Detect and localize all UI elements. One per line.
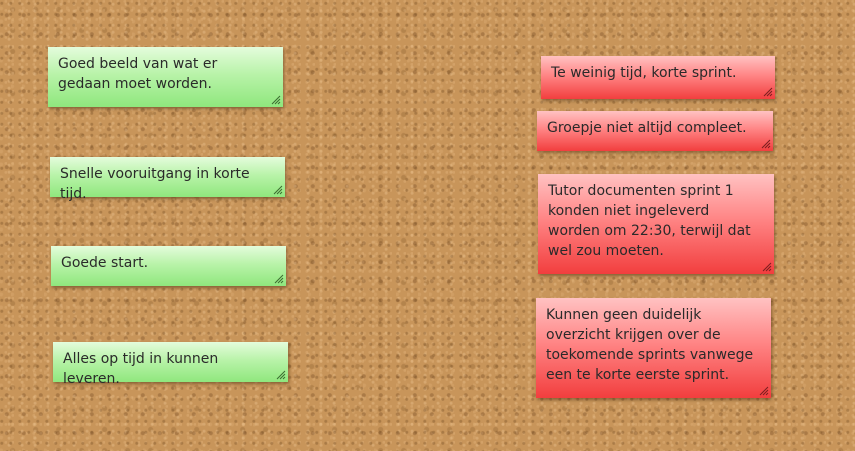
sticky-note-negative[interactable]: Te weinig tijd, korte sprint. bbox=[541, 56, 775, 99]
resize-grip-icon[interactable] bbox=[761, 85, 773, 97]
sticky-note-positive[interactable]: Goed beeld van wat er gedaan moet worden… bbox=[48, 47, 283, 107]
resize-grip-icon[interactable] bbox=[274, 368, 286, 380]
note-text: Goed beeld van wat er gedaan moet worden… bbox=[58, 56, 218, 92]
resize-grip-icon[interactable] bbox=[272, 272, 284, 284]
note-text: Alles op tijd in kunnen leveren. bbox=[63, 351, 219, 387]
sticky-note-positive[interactable]: Goede start. bbox=[51, 246, 286, 286]
sticky-note-negative[interactable]: Groepje niet altijd compleet. bbox=[537, 111, 773, 151]
note-text: Groepje niet altijd compleet. bbox=[547, 120, 747, 136]
resize-grip-icon[interactable] bbox=[269, 93, 281, 105]
sticky-note-negative[interactable]: Kunnen geen duidelijk overzicht krijgen … bbox=[536, 298, 771, 398]
resize-grip-icon[interactable] bbox=[757, 384, 769, 396]
note-text: Goede start. bbox=[61, 255, 149, 271]
resize-grip-icon[interactable] bbox=[760, 260, 772, 272]
sticky-note-positive[interactable]: Snelle vooruitgang in korte tijd. bbox=[50, 157, 285, 202]
note-text: Snelle vooruitgang in korte tijd. bbox=[60, 166, 250, 202]
note-text: Te weinig tijd, korte sprint. bbox=[551, 65, 737, 81]
note-text: Kunnen geen duidelijk overzicht krijgen … bbox=[546, 307, 754, 383]
sticky-note-positive[interactable]: Alles op tijd in kunnen leveren. bbox=[53, 342, 288, 387]
resize-grip-icon[interactable] bbox=[271, 183, 283, 195]
note-text: Tutor documenten sprint 1 konden niet in… bbox=[548, 183, 751, 259]
sticky-note-negative[interactable]: Tutor documenten sprint 1 konden niet in… bbox=[538, 174, 774, 274]
resize-grip-icon[interactable] bbox=[759, 137, 771, 149]
